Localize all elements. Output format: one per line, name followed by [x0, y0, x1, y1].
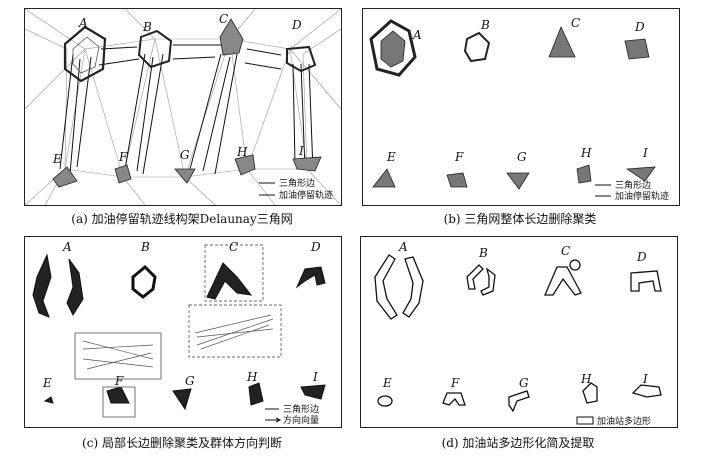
cluster-label-c: C — [229, 240, 238, 254]
cluster-label-a: A — [398, 240, 408, 254]
panel-c-local-clustering: A B C D E F G H I 三角形边 方向向量 — [24, 236, 342, 428]
cluster-label-e: E — [42, 376, 52, 390]
cluster-label-a: A — [412, 28, 422, 42]
legend-d: 加油站多边形 — [577, 415, 651, 427]
caption-b: (b) 三角网整体长边删除聚类 — [362, 210, 678, 227]
clusters-b — [371, 21, 655, 189]
legend-a-item-2: 加油停留轨迹 — [279, 189, 333, 201]
legend-c-item-1: 三角形边 — [283, 403, 319, 415]
cluster-label-i: I — [642, 146, 648, 160]
cluster-label-b: B — [478, 246, 488, 260]
panel-c-figure: A B C D E F G H I 三角形边 方向向量 — [25, 237, 341, 427]
panel-b-global-clustering: A B C D E F G H I 三角形边 加油停留轨迹 — [362, 8, 680, 206]
cluster-label-f: F — [118, 150, 128, 164]
cluster-label-i: I — [642, 372, 648, 386]
cluster-label-b: B — [480, 18, 490, 32]
caption-a: (a) 加油停留轨迹线构架Delaunay三角网 — [24, 210, 340, 227]
cluster-label-a: A — [62, 240, 72, 254]
cluster-label-i: I — [312, 370, 318, 384]
cluster-label-a: A — [78, 16, 88, 30]
panel-a-delaunay-network: A B C D E F G H I 三角形边 加油停留轨迹 — [24, 8, 342, 206]
legend-b-item-2: 加油停留轨迹 — [615, 190, 669, 202]
panel-a-figure: A B C D E F G H I 三角形边 加油停留轨迹 — [25, 9, 341, 205]
cluster-label-h: H — [580, 372, 592, 386]
caption-d: (d) 加油站多边形化简及提取 — [360, 434, 676, 451]
legend-c: 三角形边 方向向量 — [265, 403, 319, 426]
station-polygons — [375, 255, 661, 411]
cluster-label-c: C — [561, 244, 570, 258]
cluster-label-e: E — [52, 152, 62, 166]
cluster-label-e: E — [382, 376, 392, 390]
cluster-label-g: G — [519, 376, 529, 390]
cluster-label-b: B — [142, 20, 152, 34]
cluster-label-g: G — [185, 374, 195, 388]
cluster-label-f: F — [450, 376, 460, 390]
cluster-label-d: D — [310, 240, 321, 254]
cluster-label-h: H — [246, 370, 258, 384]
legend-b-item-1: 三角形边 — [615, 179, 651, 191]
panel-b-figure: A B C D E F G H I 三角形边 加油停留轨迹 — [363, 9, 679, 205]
cluster-label-c: C — [571, 16, 580, 30]
cluster-label-g: G — [517, 150, 527, 164]
cluster-label-d: D — [636, 250, 647, 264]
caption-c: (c) 局部长边删除聚类及群体方向判断 — [24, 434, 340, 451]
panel-d-polygon-extraction: A B C D E F G H I 加油站多边形 — [360, 236, 678, 428]
cluster-label-g: G — [180, 148, 190, 162]
cluster-label-e: E — [386, 150, 396, 164]
direction-vectors — [83, 315, 273, 369]
cluster-label-d: D — [634, 20, 645, 34]
cluster-label-h: H — [236, 145, 248, 159]
legend-d-item-1: 加油站多边形 — [597, 415, 651, 427]
cluster-label-i: I — [298, 144, 304, 158]
cluster-label-f: F — [114, 374, 124, 388]
cluster-label-b: B — [140, 240, 150, 254]
legend-a-item-1: 三角形边 — [279, 177, 315, 189]
legend-b: 三角形边 加油停留轨迹 — [595, 179, 669, 202]
cluster-label-f: F — [454, 150, 464, 164]
cluster-label-d: D — [291, 18, 302, 32]
clusters-c — [33, 255, 325, 409]
cluster-label-c: C — [219, 12, 228, 26]
legend-c-item-2: 方向向量 — [283, 414, 319, 426]
cluster-label-h: H — [580, 146, 592, 160]
panel-d-figure: A B C D E F G H I 加油站多边形 — [361, 237, 677, 427]
legend-a: 三角形边 加油停留轨迹 — [259, 177, 333, 201]
